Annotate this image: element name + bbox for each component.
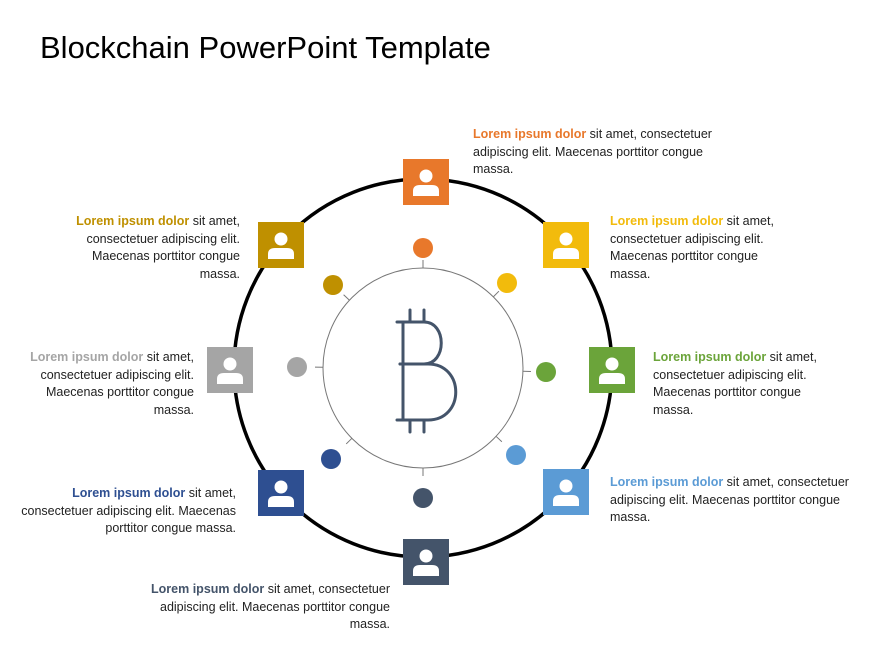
spoke-top-left [343, 294, 350, 301]
user-icon [553, 232, 579, 259]
note-body: sit amet, consectetuer adipiscing elit. … [653, 350, 817, 417]
note-bottom-left: Lorem ipsum dolor sit amet, consectetuer… [0, 485, 236, 538]
note-highlight: Lorem ipsum dolor [473, 127, 587, 141]
note-highlight: Lorem ipsum dolor [653, 350, 767, 364]
note-right: Lorem ipsum dolor sit amet, consectetuer… [653, 349, 843, 419]
note-body: sit amet, consectetuer adipiscing elit. … [610, 214, 774, 281]
spoke-top-right [492, 290, 500, 298]
user-icon [553, 479, 579, 506]
note-highlight: Lorem ipsum dolor [72, 486, 186, 500]
user-icon [268, 480, 294, 507]
node-tile-bottom-left [258, 470, 304, 516]
note-top: Lorem ipsum dolor sit amet, consectetuer… [473, 126, 733, 179]
note-bottom: Lorem ipsum dolor sit amet, consectetuer… [140, 581, 390, 634]
user-icon [599, 357, 625, 384]
note-highlight: Lorem ipsum dolor [151, 582, 265, 596]
note-body: sit amet, consectetuer adipiscing elit. … [160, 582, 390, 631]
node-dot-bottom-left [321, 449, 341, 469]
inner-ring [322, 267, 524, 469]
user-icon [413, 169, 439, 196]
node-dot-bottom-right [506, 445, 526, 465]
note-body: sit amet, consectetuer adipiscing elit. … [610, 475, 849, 524]
note-highlight: Lorem ipsum dolor [610, 214, 724, 228]
note-body: sit amet, consectetuer adipiscing elit. … [40, 350, 194, 417]
node-dot-bottom [413, 488, 433, 508]
user-icon [268, 232, 294, 259]
note-body: sit amet, consectetuer adipiscing elit. … [473, 127, 712, 176]
spoke-bottom-left [345, 437, 353, 445]
node-tile-left [207, 347, 253, 393]
note-body: sit amet, consectetuer adipiscing elit. … [21, 486, 236, 535]
node-tile-bottom-right [543, 469, 589, 515]
user-icon [413, 549, 439, 576]
note-highlight: Lorem ipsum dolor [30, 350, 144, 364]
note-left: Lorem ipsum dolor sit amet, consectetuer… [20, 349, 194, 419]
node-tile-right [589, 347, 635, 393]
node-dot-right [536, 362, 556, 382]
slide-title: Blockchain PowerPoint Template [40, 30, 491, 65]
note-body: sit amet, consectetuer adipiscing elit. … [86, 214, 240, 281]
note-highlight: Lorem ipsum dolor [76, 214, 190, 228]
note-top-left: Lorem ipsum dolor sit amet, consectetuer… [60, 213, 240, 283]
node-tile-top-right [543, 222, 589, 268]
user-icon [217, 357, 243, 384]
node-dot-top-right [497, 273, 517, 293]
node-dot-left [287, 357, 307, 377]
note-highlight: Lorem ipsum dolor [610, 475, 724, 489]
bitcoin-icon [395, 308, 458, 434]
node-dot-top [413, 238, 433, 258]
node-dot-top-left [323, 275, 343, 295]
node-tile-top-left [258, 222, 304, 268]
note-top-right: Lorem ipsum dolor sit amet, consectetuer… [610, 213, 800, 283]
node-tile-bottom [403, 539, 449, 585]
spoke-bottom-right [495, 435, 503, 443]
note-bottom-right: Lorem ipsum dolor sit amet, consectetuer… [610, 474, 860, 527]
node-tile-top [403, 159, 449, 205]
